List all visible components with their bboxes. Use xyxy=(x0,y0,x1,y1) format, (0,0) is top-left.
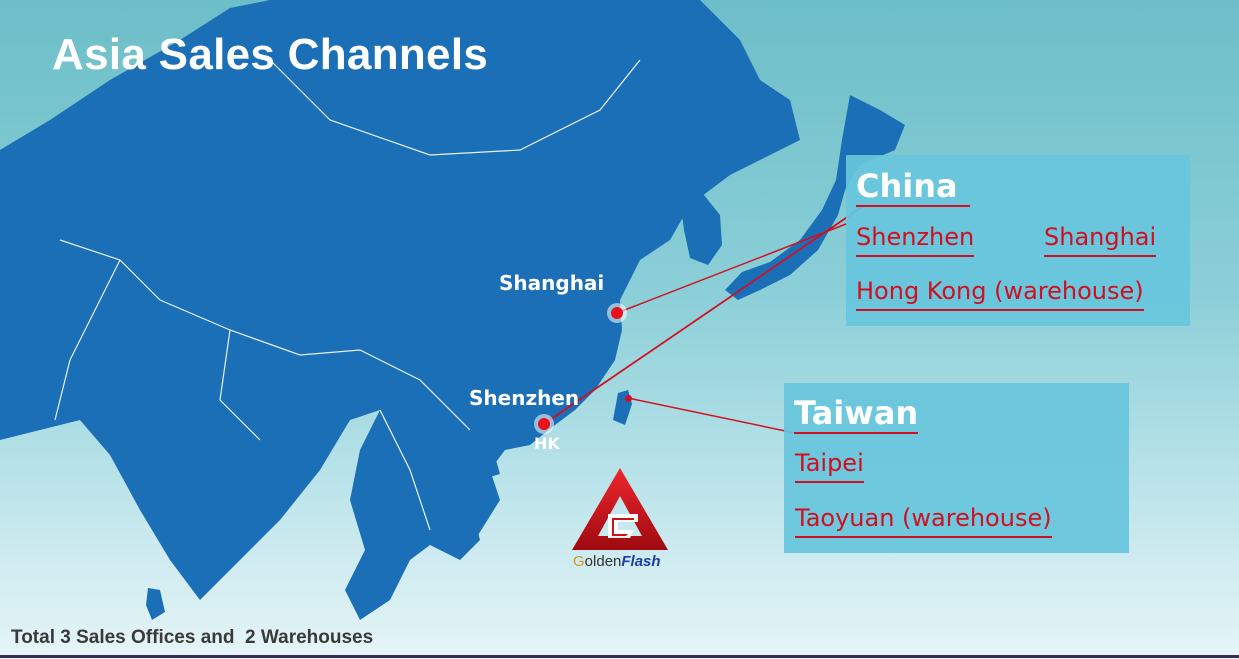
logo-word-golden: Golden xyxy=(573,553,622,570)
golden-flash-logo-icon xyxy=(572,468,668,550)
sri-lanka xyxy=(146,588,165,620)
china-office-shanghai: Shanghai xyxy=(1044,221,1157,257)
map-label-hk: HK xyxy=(534,434,560,453)
hainan-island xyxy=(482,460,500,478)
hong-kong-marker xyxy=(538,418,550,430)
japan-islands xyxy=(725,95,905,300)
map-label-shanghai: Shanghai xyxy=(499,271,605,295)
china-warehouse-hong-kong: Hong Kong (warehouse) xyxy=(856,275,1144,311)
taiwan-info-box: Taiwan Taipei Taoyuan (warehouse) xyxy=(784,383,1129,553)
china-info-box: China Shenzhen Shanghai Hong Kong (wareh… xyxy=(846,155,1190,326)
shanghai-marker xyxy=(611,307,623,319)
map-label-shenzhen: Shenzhen xyxy=(469,386,580,410)
indochina-peninsula xyxy=(345,410,480,620)
china-box-title: China xyxy=(856,167,970,207)
logo-word-flash: Flash xyxy=(621,553,661,570)
korea-peninsula xyxy=(680,190,722,265)
page-title: Asia Sales Channels xyxy=(52,30,489,79)
taiwan-office-taipei: Taipei xyxy=(795,447,864,483)
logo-wordmark: GoldenFlash xyxy=(573,553,661,570)
taiwan-box-title: Taiwan xyxy=(794,394,919,434)
china-office-shenzhen: Shenzhen xyxy=(856,221,975,257)
asia-mainland xyxy=(0,0,800,600)
footer-summary: Total 3 Sales Offices and 2 Warehouses xyxy=(11,627,374,648)
footer-divider xyxy=(0,655,1239,658)
taiwan-marker xyxy=(625,395,632,402)
connector-lines xyxy=(543,206,863,434)
taiwan-warehouse-taoyuan: Taoyuan (warehouse) xyxy=(795,502,1052,538)
country-borders xyxy=(54,59,641,531)
